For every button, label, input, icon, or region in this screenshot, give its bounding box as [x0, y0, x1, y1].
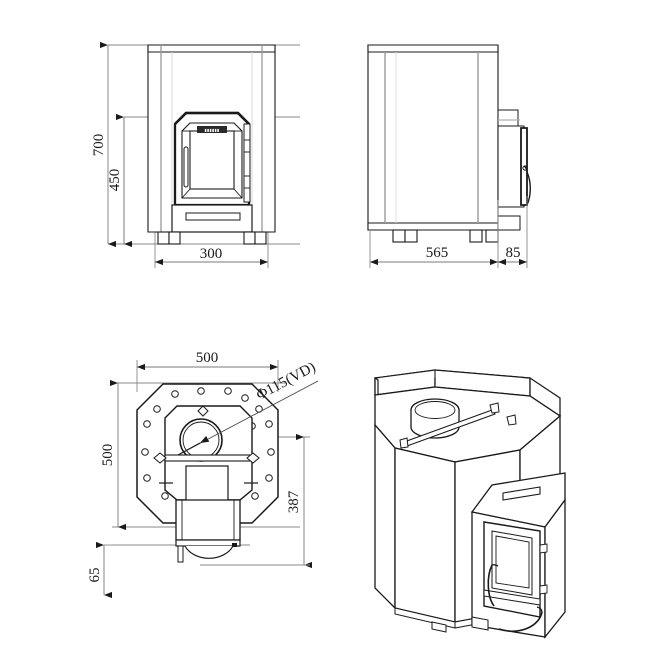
dim-label-plan-500h: 500	[196, 350, 219, 366]
dim-label-565: 565	[426, 245, 449, 261]
iso-door-assembly	[470, 472, 566, 639]
plan-door-box	[175, 499, 241, 563]
logo-badge: ▮▮▮▮▮▮	[197, 126, 227, 133]
dim-plan-500-h: 500	[137, 350, 278, 371]
top-plan-view: Φ115(VD) 500 500 387 65	[87, 350, 318, 599]
front-firebox-door	[173, 111, 251, 207]
iso-upper-wall-edges	[374, 370, 561, 416]
dim-plan-387: 387	[200, 433, 313, 569]
dim-label-450: 450	[107, 169, 123, 192]
side-stove-outline	[367, 44, 499, 231]
side-legs	[392, 229, 499, 243]
front-elevation-view: ▮▮▮▮▮▮ 700 450 300	[91, 41, 300, 268]
dim-side-85: 85	[498, 245, 527, 266]
dim-label-85: 85	[506, 245, 521, 261]
logo-badge-text: ▮▮▮▮▮▮	[204, 127, 219, 132]
dim-label-plan-500v: 500	[100, 444, 116, 467]
dim-label-387: 387	[286, 490, 302, 513]
dim-side-565: 565	[370, 245, 498, 266]
front-ash-drawer	[171, 204, 253, 233]
side-elevation-view: 565 85	[367, 44, 531, 268]
isometric-view	[374, 369, 566, 639]
front-legs	[157, 231, 267, 245]
dim-front-300: 300	[155, 246, 268, 266]
dim-plan-65: 65	[87, 541, 113, 599]
dim-label-700: 700	[91, 134, 107, 157]
dim-front-450: 450	[107, 113, 133, 248]
dim-plan-500-v: 500	[100, 379, 127, 531]
dim-label-65: 65	[87, 568, 103, 583]
dim-label-300: 300	[200, 246, 223, 262]
dim-front-700: 700	[91, 41, 117, 248]
front-door-hinge	[243, 123, 251, 203]
plan-tie-bar	[153, 405, 260, 464]
iso-tie-rail	[399, 402, 517, 449]
plan-center-hatch	[185, 465, 229, 505]
